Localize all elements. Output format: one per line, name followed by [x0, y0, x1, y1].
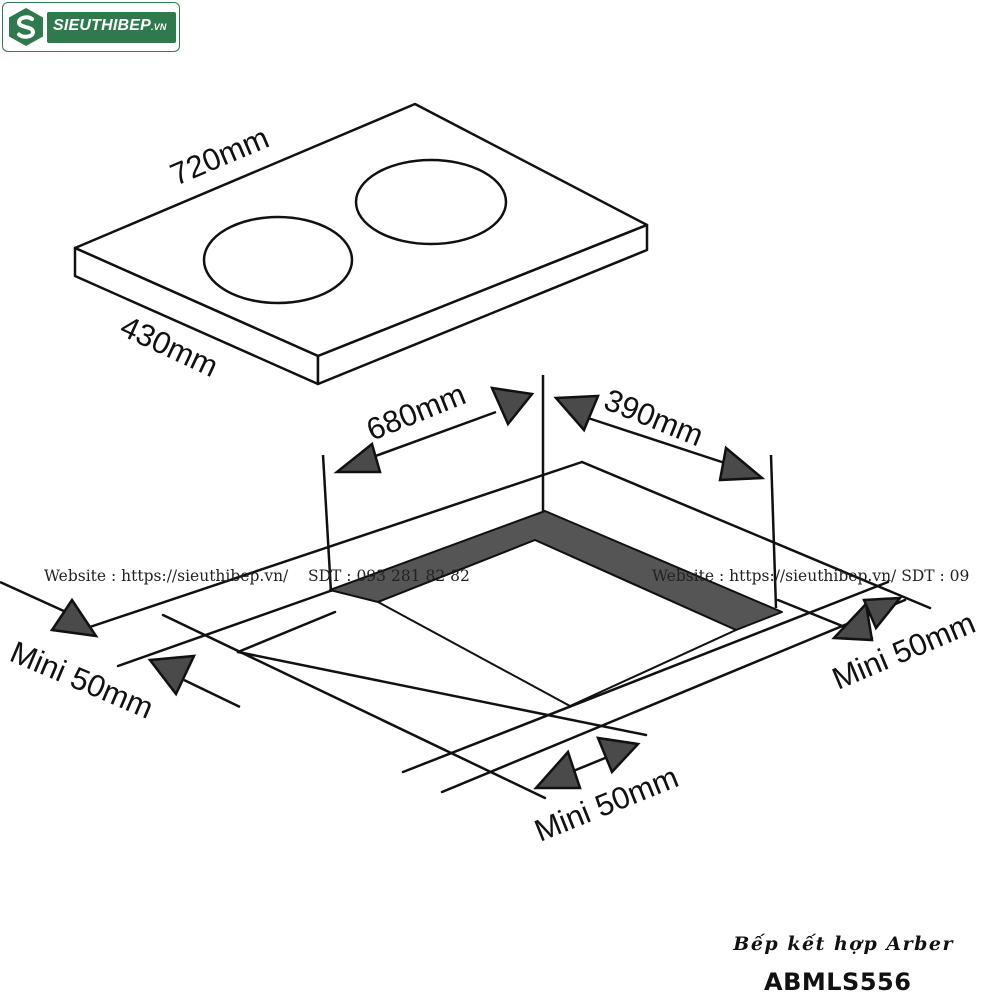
- arrow-left-top-head: [49, 597, 99, 638]
- arrow-390-shaft: [587, 416, 735, 468]
- arrow-front-head-right: [596, 736, 641, 775]
- arrow-390-head-right: [718, 445, 766, 482]
- arrow-front-head-left: [533, 749, 582, 790]
- hob-top-surface: [73, 102, 649, 358]
- counter-left-inner-edge: [116, 588, 335, 668]
- cooking-zone-left: [202, 215, 354, 305]
- counter-left-side-edge-2: [236, 650, 648, 737]
- dimension-arrows: [0, 386, 903, 790]
- logo-band: [47, 12, 176, 43]
- label-clearance-left: Mini 50mm: [5, 634, 158, 725]
- counter-left-inner-edge-2: [236, 610, 337, 654]
- hob-right-face: [316, 223, 649, 386]
- logo-domain: .VN: [151, 22, 167, 32]
- watermark-left: Website : https://sieuthibep.vn/ SDT : 0…: [44, 567, 470, 585]
- logo-text: SIEUTHIBEP.VN: [53, 17, 167, 35]
- ref-line-left: [321, 454, 333, 593]
- arrow-left-top-shaft: [0, 580, 67, 614]
- label-cutout-depth: 390mm: [599, 382, 708, 453]
- cooking-zone-right: [354, 158, 508, 246]
- brand-logo: SIEUTHIBEP.VN: [2, 2, 180, 52]
- arrow-left-bottom-head: [147, 654, 197, 697]
- cutout-opening: [377, 539, 737, 707]
- watermark-right: Website : https://sieuthibep.vn/ SDT : 0…: [652, 567, 969, 585]
- ref-line-right: [769, 454, 778, 609]
- arrow-390-head-left: [553, 394, 600, 433]
- product-subtitle: Bếp kết hợp Arber: [733, 933, 954, 955]
- arrow-680-shaft: [369, 410, 497, 460]
- label-cutout-width: 680mm: [362, 376, 471, 447]
- hob: [73, 102, 649, 386]
- cutout: [329, 510, 783, 707]
- arrow-680-head-left: [333, 441, 382, 474]
- counter-left-side-edge: [161, 613, 547, 800]
- arrow-680-head-right: [489, 386, 535, 427]
- logo-s-icon: [9, 8, 43, 46]
- logo-brand: SIEUTHIBEP: [53, 17, 152, 34]
- arrow-right-bottom-head: [862, 596, 903, 631]
- arrow-right-top-head: [831, 601, 874, 642]
- product-model: ABMLS556: [764, 968, 912, 996]
- counter-front-edge: [401, 580, 890, 774]
- arrow-left-bottom-shaft: [183, 678, 241, 709]
- counter-front-inner-edge: [440, 598, 907, 794]
- label-clearance-right: Mini 50mm: [827, 605, 980, 696]
- reference-lines: [321, 375, 778, 609]
- counter-right-back-edge: [580, 460, 932, 610]
